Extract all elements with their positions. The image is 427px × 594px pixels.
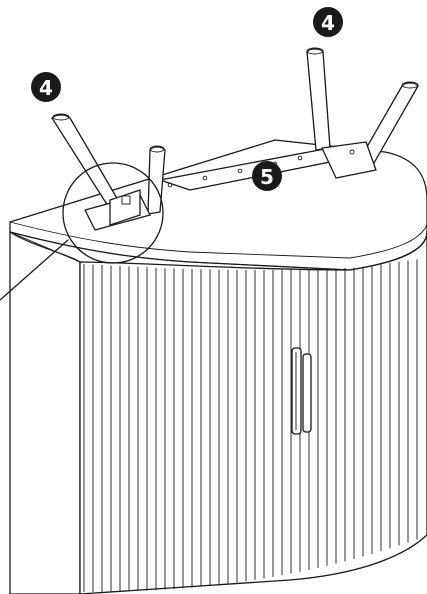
tambour-slats	[83, 259, 418, 592]
door-handle-left	[291, 347, 302, 435]
leg-left	[51, 113, 166, 231]
callout-label-leg-left: 4	[39, 76, 53, 100]
callout-label-leg-right: 4	[321, 11, 335, 35]
leg-right	[306, 47, 419, 179]
callout-badge-leg-left: 4	[31, 72, 61, 102]
callout-badge-mounting-plate: 5	[252, 161, 282, 191]
door-handle-right	[302, 353, 312, 433]
callout-badge-leg-right: 4	[313, 7, 343, 37]
cabinet-body	[9, 231, 427, 594]
callout-label-mounting-plate: 5	[260, 165, 274, 189]
detail-magnifier	[0, 162, 164, 301]
